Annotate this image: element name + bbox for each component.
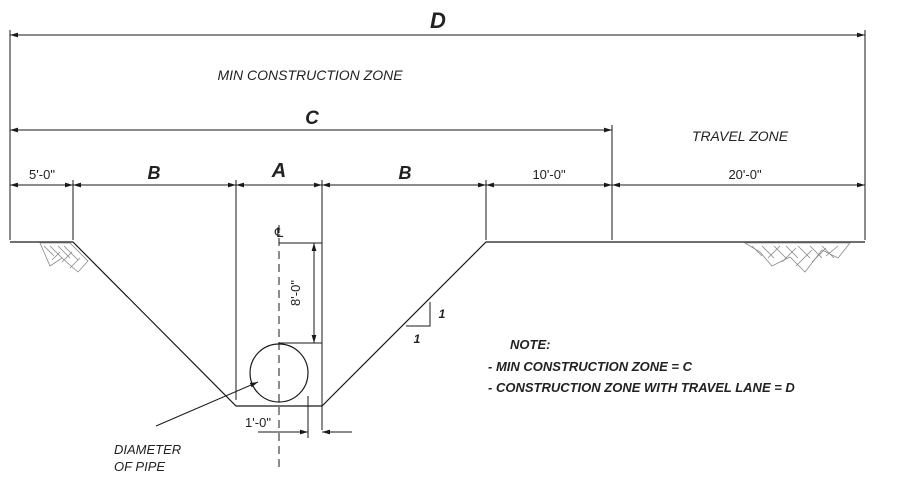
slope-run-label: 1 — [414, 332, 421, 346]
slope-triangle — [406, 302, 431, 327]
min-construction-zone-label: MIN CONSTRUCTION ZONE — [217, 67, 403, 83]
pipe-label-line2: OF PIPE — [114, 459, 165, 474]
travel-width-label: 20'-0" — [728, 167, 762, 182]
a-label: A — [271, 160, 286, 182]
left-offset-label: 5'-0" — [29, 167, 55, 182]
right-offset-label: 10'-0" — [532, 167, 566, 182]
pipe-circle — [249, 343, 309, 403]
b-right-label: B — [399, 163, 412, 183]
cover-depth-label: 8'-0" — [288, 280, 303, 306]
travel-zone-label: TRAVEL ZONE — [692, 128, 789, 144]
d-label: D — [430, 8, 446, 33]
c-label: C — [305, 108, 319, 129]
ground-hatch-right — [743, 242, 851, 273]
note-line1: - MIN CONSTRUCTION ZONE = C — [488, 359, 693, 374]
slope-rise-label: 1 — [439, 307, 446, 321]
centerline-symbol: ℄ — [274, 225, 284, 240]
pipe-diameter-leader — [155, 381, 259, 427]
trench-profile — [10, 241, 865, 407]
b-left-label: B — [148, 163, 161, 183]
pipe-label-line1: DIAMETER — [114, 442, 181, 457]
bedding-label: 1'-0" — [245, 415, 271, 430]
ground-hatch-left — [39, 242, 89, 273]
note-line2: - CONSTRUCTION ZONE WITH TRAVEL LANE = D — [488, 380, 795, 395]
note-heading: NOTE: — [510, 337, 550, 352]
